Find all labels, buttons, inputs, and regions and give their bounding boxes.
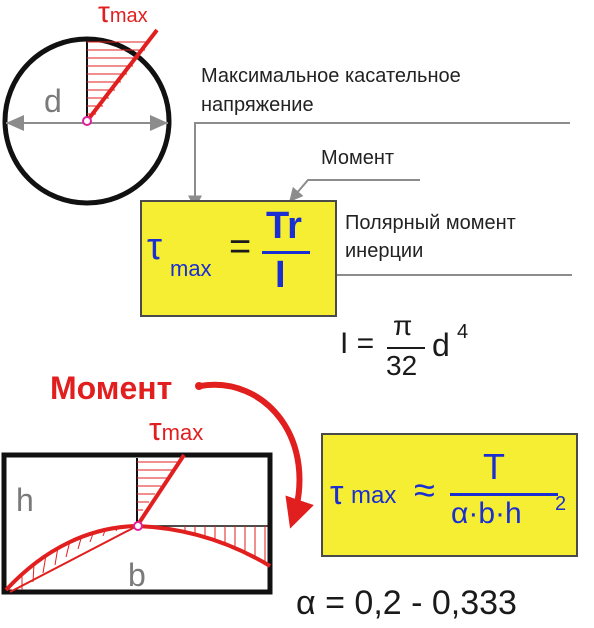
diameter-label: d (44, 83, 62, 119)
inertia-denominator: 32 (386, 350, 418, 381)
max-shear-label-line2: напряжение (201, 94, 314, 116)
stress-curve-right (136, 524, 272, 568)
formula2-exponent: 2 (555, 493, 567, 515)
formula1-sub: max (170, 256, 212, 281)
stress-curve-left (4, 524, 138, 592)
inertia-exponent: 4 (457, 321, 469, 343)
rect-outline (1, 452, 273, 595)
max-shear-label-line1: Максимальное касательное (201, 65, 461, 87)
inertia-lhs: I = (340, 327, 375, 360)
width-label: b (128, 557, 146, 593)
moment-arrow (199, 381, 314, 529)
inertia-numerator: π (393, 310, 413, 341)
formula1-numerator: Tr (266, 205, 302, 247)
moment-pointer (289, 179, 420, 203)
stress-line-left-diagonal (9, 525, 138, 593)
stress-hatching-right (184, 526, 266, 561)
formula1-equals: = (229, 226, 252, 268)
formula2-tau: τ (330, 474, 344, 512)
circular-section (2, 28, 172, 206)
rectangular-section (1, 452, 273, 595)
formula2-numerator: T (483, 446, 505, 487)
formula2-sub: max (351, 482, 397, 509)
stress-hatching-left (21, 526, 119, 590)
tau-max-label-top: τmax (98, 0, 148, 29)
stress-profile-line (85, 28, 159, 123)
polar-label-line2: инерции (345, 240, 424, 262)
formula2-fraction-line (450, 493, 558, 496)
formula1-tau: τ (147, 226, 163, 268)
formula1-denominator: I (275, 254, 286, 296)
formula1-fraction-line (262, 251, 310, 254)
alpha-range: α = 0,2 - 0,333 (296, 584, 517, 622)
max-shear-pointer (188, 122, 570, 210)
diameter-arrow-left (6, 115, 24, 131)
inertia-fraction-line (387, 347, 425, 349)
formula2-denominator: α·b·h (451, 497, 522, 530)
moment-label-red: Момент (50, 370, 173, 406)
pointer-lines (188, 122, 572, 282)
polar-label-line1: Полярный момент (345, 212, 516, 234)
center-point (82, 116, 92, 126)
torsion-formula-box (140, 200, 337, 317)
moment-arrow-tail (195, 382, 203, 390)
moment-annotation: Момент (321, 147, 395, 169)
height-label: h (16, 482, 34, 518)
inertia-d: d (432, 327, 450, 363)
diameter-arrow-right (150, 115, 168, 131)
tau-max-label-bottom: τmax (149, 411, 204, 447)
stress-profile-top (135, 453, 186, 528)
rect-center-point (133, 521, 143, 531)
formula2-approx: ≈ (414, 470, 435, 512)
stress-hatching-top (137, 461, 179, 511)
